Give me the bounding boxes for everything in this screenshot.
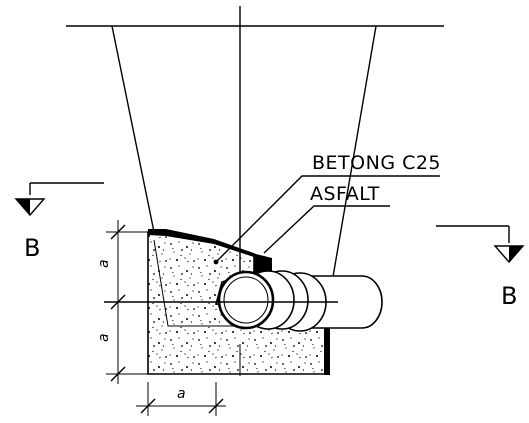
dimension-label-upper: a — [96, 259, 112, 268]
section-marker-left — [14, 182, 104, 217]
dimension-vertical — [106, 220, 150, 384]
leader-asfalt — [263, 205, 390, 254]
label-betong: BETONG C25 — [312, 152, 441, 174]
dimension-label-lower: a — [96, 333, 112, 342]
leader-betong — [215, 175, 440, 263]
dimension-label-horizontal: a — [177, 386, 186, 402]
section-label-left: B — [24, 234, 40, 262]
asphalt-layer — [148, 229, 272, 274]
concrete-edge-right — [324, 306, 330, 375]
section-label-right: B — [501, 282, 517, 310]
label-asfalt: ASFALT — [310, 183, 380, 205]
leader-betong-dot — [213, 259, 219, 265]
section-marker-right — [436, 225, 525, 264]
trench-wall-right — [327, 25, 377, 307]
trench-wall-left — [111, 25, 155, 233]
pipe-section — [217, 270, 383, 332]
dimension-horizontal — [136, 382, 226, 416]
